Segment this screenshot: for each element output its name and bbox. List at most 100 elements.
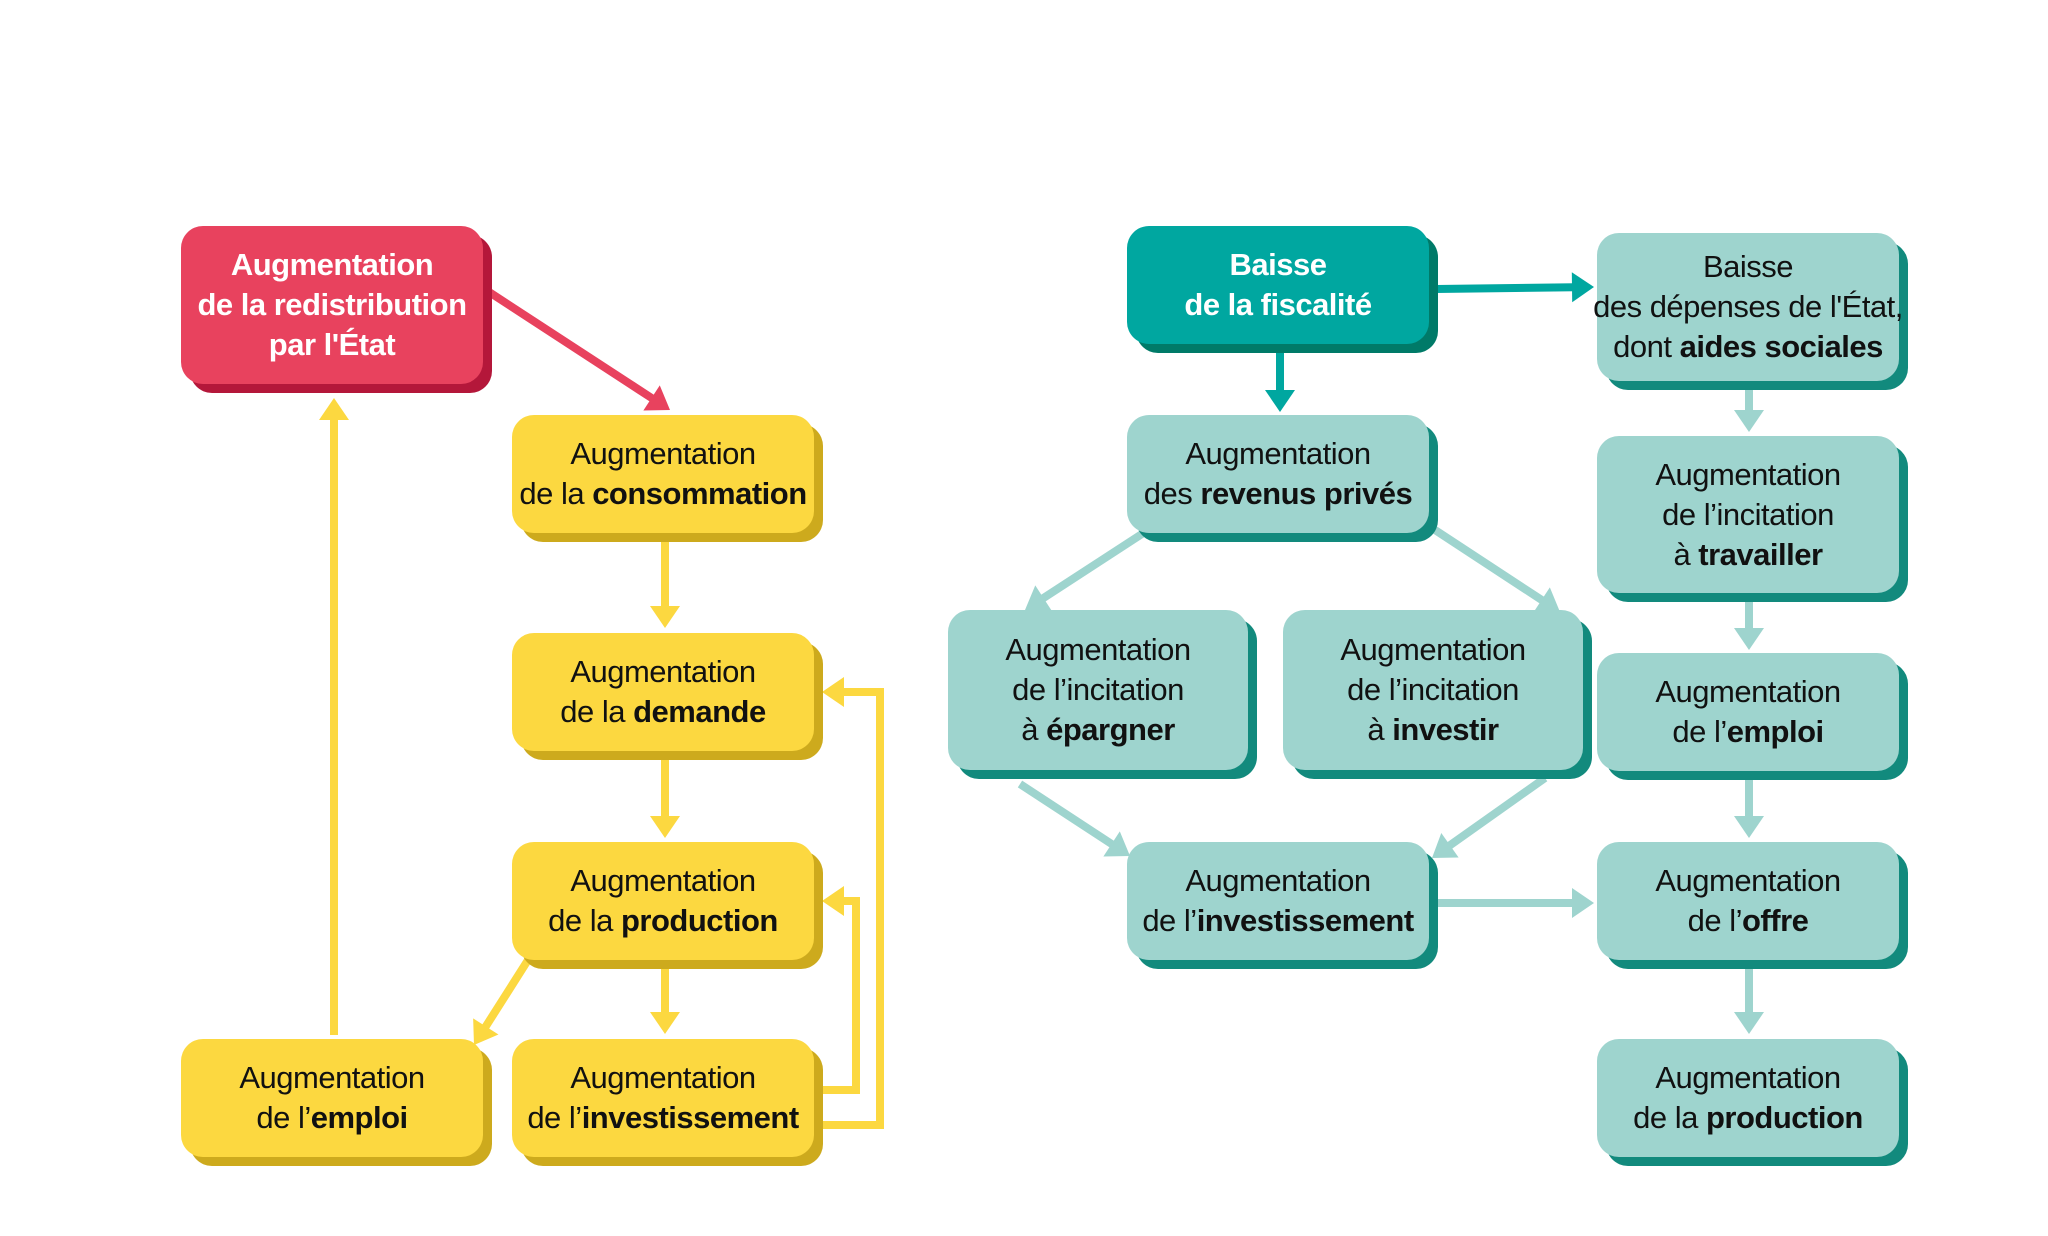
node-text-segment: Augmentation bbox=[570, 1060, 756, 1095]
arrow-revenus-to-epargner-head bbox=[1025, 585, 1052, 611]
arrow-emploi-to-offre bbox=[1734, 779, 1764, 838]
node-text-line: Augmentation bbox=[1655, 861, 1841, 901]
node-text-segment: à bbox=[1021, 712, 1047, 747]
node-text-line: Augmentation bbox=[548, 861, 778, 901]
node-text-segment: Augmentation bbox=[1655, 456, 1841, 492]
node-text: Augmentation de la redistribution par l'Ét… bbox=[197, 245, 467, 365]
node-text-line: Augmentation bbox=[1144, 434, 1412, 474]
node-text-line: de l’investissement bbox=[1142, 901, 1415, 941]
node-text-segment: de l’ bbox=[527, 1100, 582, 1135]
node-text-segment: de la redistribution bbox=[197, 287, 467, 322]
node-text-segment: Augmentation bbox=[1185, 436, 1371, 471]
node-text-line: de l’incitation bbox=[1005, 670, 1190, 710]
arrow-revenus-to-investir-head bbox=[1533, 587, 1560, 613]
node-text-line: de la production bbox=[1633, 1098, 1863, 1138]
node-text-line: Augmentation bbox=[527, 1058, 798, 1098]
node-text-segment: de la bbox=[1633, 1100, 1706, 1135]
node-text-line: Augmentation bbox=[519, 434, 806, 474]
node-text-segment: Augmentation bbox=[1655, 863, 1841, 898]
node-text-emphasis: revenus privés bbox=[1200, 476, 1413, 511]
node-text-line: de l’investissement bbox=[527, 1098, 800, 1138]
node-text-line: des revenus privés bbox=[1143, 474, 1413, 514]
node-text-line: à travailler bbox=[1655, 535, 1840, 575]
node-text-segment: de l’incitation bbox=[1012, 672, 1184, 707]
node-text-emphasis: investissement bbox=[1196, 903, 1415, 938]
arrow-investissement-to-demande-head bbox=[822, 677, 844, 707]
arrow-investissement-to-offre-head bbox=[1572, 888, 1594, 918]
node-text-segment: Augmentation bbox=[570, 863, 756, 898]
node-text-line: de l’incitation bbox=[1340, 670, 1525, 710]
arrow-investir-to-investissement bbox=[1432, 774, 1548, 858]
arrow-production-to-investissement-head bbox=[650, 1012, 680, 1034]
node-text-segment: de la bbox=[560, 694, 634, 729]
node-text-line: Augmentation bbox=[560, 652, 765, 692]
node-text-line: Augmentation bbox=[1655, 672, 1841, 712]
arrow-emploi-to-offre-head bbox=[1734, 816, 1764, 838]
node-text-segment: Baisse bbox=[1229, 247, 1327, 282]
node-text-emphasis: offre bbox=[1741, 903, 1809, 938]
node-text-line: Augmentation bbox=[1340, 630, 1526, 670]
arrow-investissement-to-production-head bbox=[822, 886, 844, 916]
arrow-depenses-to-travailler bbox=[1734, 390, 1764, 432]
node-text-segment: de la bbox=[548, 903, 621, 938]
node-text-segment: de l’incitation bbox=[1662, 496, 1834, 532]
arrow-revenus-to-epargner bbox=[1025, 528, 1148, 611]
node-text-line: de la production bbox=[548, 901, 778, 941]
node-text-line: Augmentation bbox=[1633, 1058, 1863, 1098]
arrow-investissement-to-demande-line bbox=[822, 688, 884, 1129]
node-text-segment: Augmentation bbox=[230, 247, 434, 282]
arrow-travailler-to-emploi bbox=[1734, 601, 1764, 650]
node-text-line: de l’emploi bbox=[1655, 712, 1840, 752]
node-text-line: de l’incitation bbox=[1655, 495, 1840, 535]
node-text-segment: de l’ bbox=[1142, 903, 1197, 938]
node-text-segment: des bbox=[1143, 476, 1201, 511]
node-text-line: de la redistribution bbox=[197, 285, 467, 325]
arrow-redistribution-to-consommation-line bbox=[483, 286, 656, 403]
node-text-segment: Augmentation bbox=[1655, 674, 1841, 709]
arrow-investissement-to-production bbox=[822, 886, 860, 1094]
arrow-revenus-to-investir bbox=[1429, 524, 1560, 613]
arrow-production-to-emploi-head bbox=[473, 1018, 499, 1045]
node-text-line: Augmentation bbox=[1142, 861, 1413, 901]
node-text-segment: par l'État bbox=[268, 327, 396, 362]
node-text-segment: de la bbox=[519, 476, 593, 511]
arrow-redistribution-to-consommation-head bbox=[643, 385, 670, 411]
arrow-offre-to-production-head bbox=[1734, 1012, 1764, 1034]
node-text-line: de la consommation bbox=[519, 474, 807, 514]
node-text-emphasis: investir bbox=[1392, 712, 1499, 747]
arrow-demande-to-production bbox=[650, 759, 680, 838]
arrow-production-to-investissement bbox=[650, 968, 680, 1034]
node-text-line: de l’offre bbox=[1655, 901, 1840, 941]
node-text-segment: Augmentation bbox=[1005, 632, 1191, 667]
arrow-investissement-to-demande bbox=[822, 677, 884, 1129]
arrow-investir-to-investissement-head bbox=[1432, 833, 1459, 858]
node-text-emphasis: investissement bbox=[581, 1100, 800, 1135]
arrow-fiscalite-to-revenus-head bbox=[1265, 390, 1295, 412]
arrow-fiscalite-to-depenses-line bbox=[1435, 283, 1575, 293]
node-text-segment: de l’incitation bbox=[1347, 672, 1519, 707]
node-text-line: par l'État bbox=[197, 325, 466, 365]
node-text-line: de la demande bbox=[560, 692, 766, 732]
arrow-fiscalite-to-depenses-head bbox=[1571, 272, 1594, 303]
arrow-demande-to-production-head bbox=[650, 816, 680, 838]
arrow-consommation-to-demande bbox=[650, 541, 680, 628]
